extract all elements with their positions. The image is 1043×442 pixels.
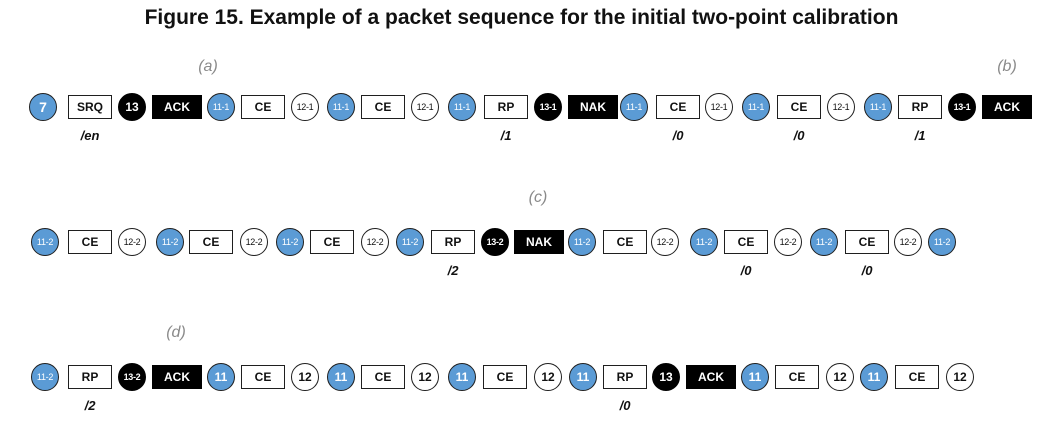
label-a: (a) <box>198 58 218 75</box>
black-circle-13: 13 <box>652 363 680 391</box>
blue-circle-11: 11 <box>207 363 235 391</box>
white-circle-12: 12 <box>534 363 562 391</box>
packet-subscript: /2 <box>84 398 96 413</box>
packet-subscript: /0 <box>619 398 631 413</box>
blue-circle-11-2: 11-2 <box>31 363 59 391</box>
rp-packet-box: RP <box>603 365 647 389</box>
nak-packet-box: NAK <box>568 95 618 119</box>
blue-circle-11: 11 <box>860 363 888 391</box>
blue-circle-11: 11 <box>327 363 355 391</box>
white-circle-12-2: 12-2 <box>118 228 146 256</box>
white-circle-12-1: 12-1 <box>291 93 319 121</box>
label-b: (b) <box>997 58 1017 75</box>
rp-packet-box: RP <box>431 230 475 254</box>
blue-circle-11-2: 11-2 <box>156 228 184 256</box>
packet-subscript: /en <box>80 128 100 143</box>
blue-circle-11-1: 11-1 <box>620 93 648 121</box>
blue-circle-11-2: 11-2 <box>810 228 838 256</box>
white-circle-12-2: 12-2 <box>240 228 268 256</box>
blue-circle-7: 7 <box>29 93 57 121</box>
packet-subscript: /0 <box>740 263 752 278</box>
black-circle-13: 13 <box>118 93 146 121</box>
rp-packet-box: RP <box>484 95 528 119</box>
blue-circle-11-2: 11-2 <box>568 228 596 256</box>
ce-packet-box: CE <box>68 230 112 254</box>
blue-circle-11-2: 11-2 <box>276 228 304 256</box>
ce-packet-box: CE <box>361 95 405 119</box>
ce-packet-box: CE <box>241 365 285 389</box>
white-circle-12: 12 <box>411 363 439 391</box>
packet-subscript: /0 <box>672 128 684 143</box>
white-circle-12-1: 12-1 <box>827 93 855 121</box>
rp-packet-box: RP <box>68 365 112 389</box>
black-circle-13-1: 13-1 <box>948 93 976 121</box>
ack-packet-box: ACK <box>686 365 736 389</box>
black-circle-13-2: 13-2 <box>481 228 509 256</box>
blue-circle-11-1: 11-1 <box>327 93 355 121</box>
ack-packet-box: ACK <box>152 95 202 119</box>
ce-packet-box: CE <box>603 230 647 254</box>
blue-circle-11-2: 11-2 <box>928 228 956 256</box>
nak-packet-box: NAK <box>514 230 564 254</box>
blue-circle-11: 11 <box>569 363 597 391</box>
ce-packet-box: CE <box>845 230 889 254</box>
white-circle-12-1: 12-1 <box>411 93 439 121</box>
ce-packet-box: CE <box>777 95 821 119</box>
ce-packet-box: CE <box>775 365 819 389</box>
blue-circle-11-2: 11-2 <box>690 228 718 256</box>
blue-circle-11-1: 11-1 <box>864 93 892 121</box>
label-c: (c) <box>528 189 548 206</box>
black-circle-13-2: 13-2 <box>118 363 146 391</box>
ce-packet-box: CE <box>189 230 233 254</box>
ce-packet-box: CE <box>895 365 939 389</box>
packet-subscript: /1 <box>914 128 926 143</box>
ce-packet-box: CE <box>310 230 354 254</box>
ce-packet-box: CE <box>241 95 285 119</box>
white-circle-12-2: 12-2 <box>894 228 922 256</box>
white-circle-12-2: 12-2 <box>361 228 389 256</box>
blue-circle-11-1: 11-1 <box>448 93 476 121</box>
label-d: (d) <box>166 324 186 341</box>
srq-packet-box: SRQ <box>68 95 112 119</box>
ce-packet-box: CE <box>724 230 768 254</box>
figure-title: Figure 15. Example of a packet sequence … <box>144 6 899 29</box>
packet-subscript: /2 <box>447 263 459 278</box>
blue-circle-11: 11 <box>448 363 476 391</box>
blue-circle-11-1: 11-1 <box>742 93 770 121</box>
ack-packet-box: ACK <box>982 95 1032 119</box>
white-circle-12-2: 12-2 <box>774 228 802 256</box>
packet-subscript: /0 <box>793 128 805 143</box>
ce-packet-box: CE <box>483 365 527 389</box>
ce-packet-box: CE <box>361 365 405 389</box>
blue-circle-11-2: 11-2 <box>31 228 59 256</box>
packet-subscript: /1 <box>500 128 512 143</box>
blue-circle-11-1: 11-1 <box>207 93 235 121</box>
ce-packet-box: CE <box>656 95 700 119</box>
blue-circle-11-2: 11-2 <box>396 228 424 256</box>
white-circle-12-2: 12-2 <box>651 228 679 256</box>
white-circle-12: 12 <box>946 363 974 391</box>
rp-packet-box: RP <box>898 95 942 119</box>
white-circle-12: 12 <box>826 363 854 391</box>
packet-subscript: /0 <box>861 263 873 278</box>
white-circle-12-1: 12-1 <box>705 93 733 121</box>
blue-circle-11: 11 <box>741 363 769 391</box>
black-circle-13-1: 13-1 <box>534 93 562 121</box>
white-circle-12: 12 <box>291 363 319 391</box>
ack-packet-box: ACK <box>152 365 202 389</box>
